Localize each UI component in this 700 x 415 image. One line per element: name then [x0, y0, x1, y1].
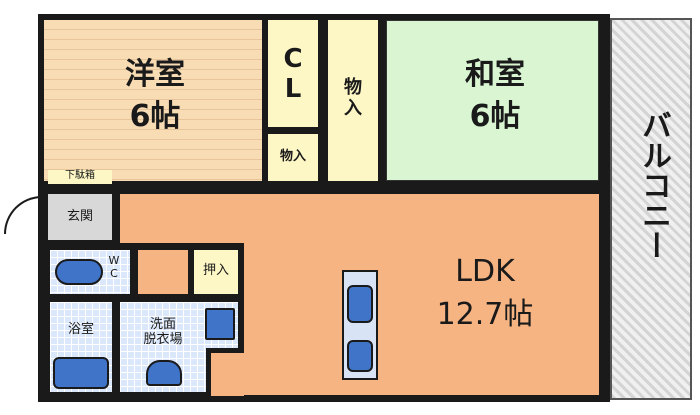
- storage-tall-label: 物 入: [344, 77, 362, 119]
- stove-icon: [347, 340, 373, 372]
- western-room-size: 6帖: [129, 99, 181, 134]
- shoe-box: [48, 170, 112, 184]
- western-room: [44, 20, 262, 181]
- hallway: [138, 250, 188, 294]
- japanese-room: [386, 20, 599, 181]
- closet: [268, 20, 318, 127]
- japanese-room-name: 和室: [465, 57, 525, 92]
- storage-tall: [328, 20, 378, 181]
- washroom-label: 洗面 脱衣場: [143, 317, 183, 347]
- ldk-size: 12.7帖: [436, 297, 534, 332]
- oshiire-label: 押入: [202, 263, 229, 278]
- sink-icon: [347, 285, 373, 323]
- toilet-icon: [55, 259, 103, 285]
- storage-small: [268, 134, 318, 181]
- shoe-box-label: 下駄箱: [65, 170, 95, 181]
- washbasin-icon: [146, 360, 182, 386]
- storage-small-label: 物入: [279, 149, 306, 164]
- wc-label: W C: [108, 254, 120, 280]
- entrance-label: 玄関: [66, 209, 93, 224]
- ldk-name: LDK: [455, 254, 515, 289]
- balcony-label: バルコニー: [636, 110, 671, 260]
- closet-label: C L: [283, 44, 303, 104]
- washroom-cutout: [206, 348, 244, 396]
- western-room-name: 洋室: [125, 57, 185, 92]
- bathtub-icon: [53, 357, 109, 389]
- oshiire: [194, 250, 238, 294]
- entry-door[interactable]: [4, 196, 42, 234]
- japanese-room-size: 6帖: [469, 99, 521, 134]
- washing-machine-icon: [205, 308, 235, 340]
- balcony: [610, 18, 692, 400]
- entrance: [48, 194, 112, 240]
- bathroom-label: 浴室: [67, 322, 94, 337]
